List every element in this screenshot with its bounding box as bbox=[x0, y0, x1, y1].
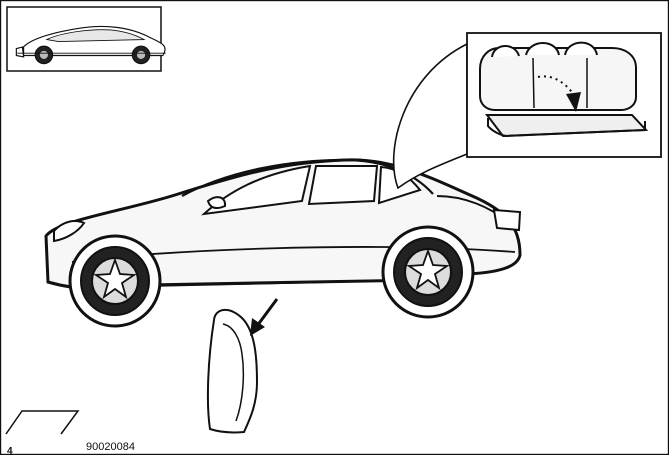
main-car bbox=[46, 160, 520, 326]
removed-seat-panel bbox=[208, 310, 257, 433]
mirror bbox=[208, 197, 225, 208]
car-window-2 bbox=[309, 166, 377, 204]
callout-bubble bbox=[394, 44, 467, 188]
tail-light bbox=[494, 210, 520, 230]
fold-corner-marker bbox=[6, 411, 78, 434]
backrest-divider-1 bbox=[533, 58, 534, 108]
arrow-down-icon bbox=[250, 299, 277, 336]
seat-inset bbox=[467, 33, 661, 157]
thumbnail-inset bbox=[7, 7, 166, 71]
page-marker: 4 bbox=[7, 447, 13, 457]
rear-wheel bbox=[383, 227, 473, 317]
figure-id-label: 90020084 bbox=[86, 441, 135, 453]
front-wheel bbox=[70, 236, 160, 326]
seat-backrest bbox=[480, 48, 636, 110]
